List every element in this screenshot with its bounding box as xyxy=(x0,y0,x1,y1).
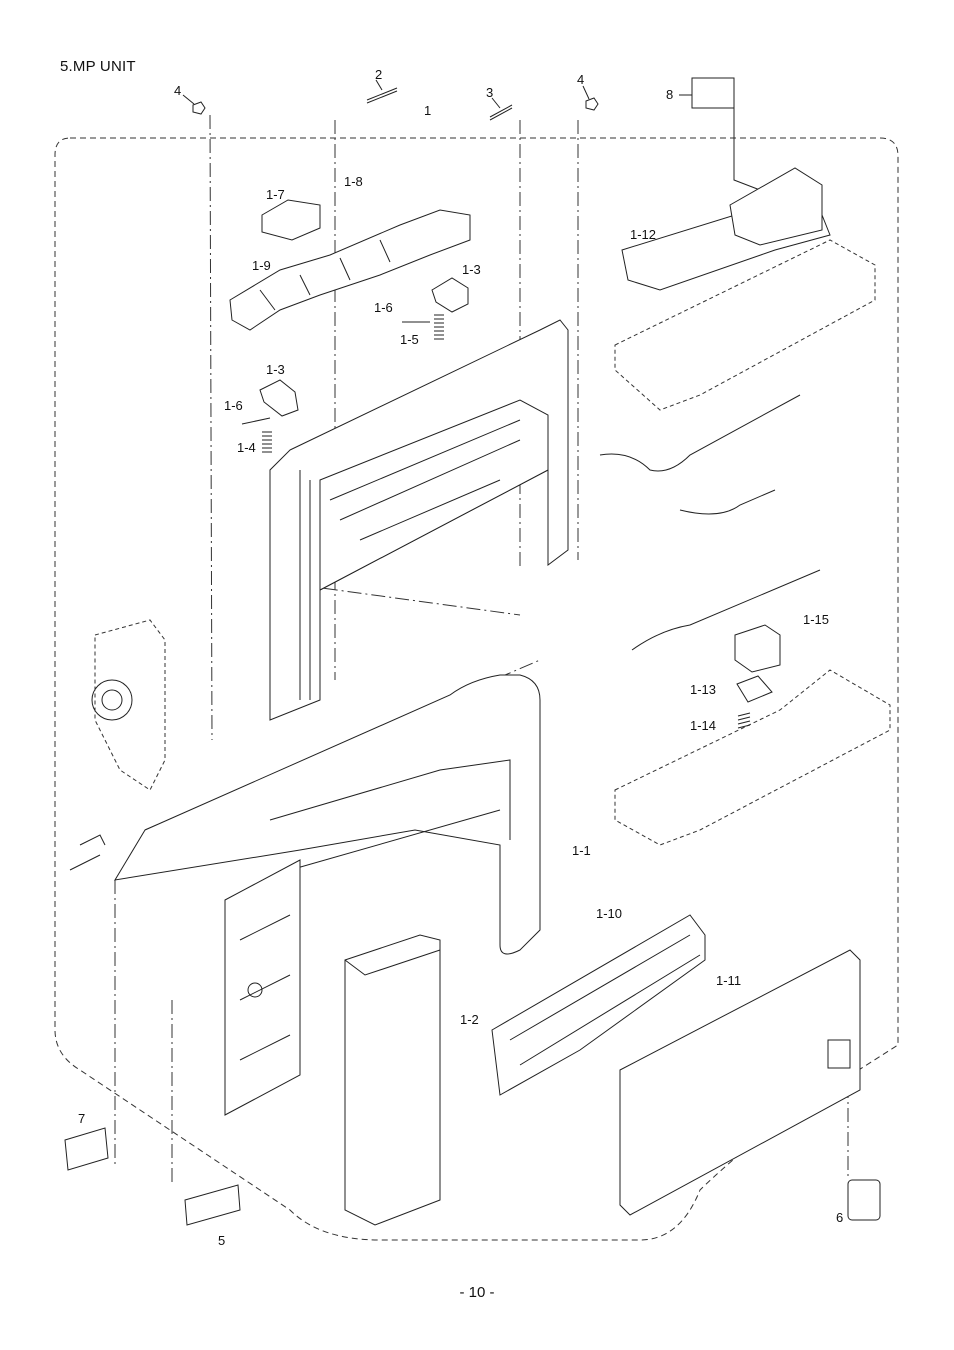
cover-part-1-1 xyxy=(114,674,541,955)
callout-1-1: 1-1 xyxy=(572,843,591,858)
page-number: - 10 - xyxy=(459,1284,495,1301)
callout-1-6-upper: 1-6 xyxy=(374,300,393,315)
callout-1-8: 1-8 xyxy=(344,174,363,189)
callout-4-right: 4 xyxy=(577,72,584,87)
pad-part-1-12 xyxy=(736,675,773,703)
callout-1-3-lower: 1-3 xyxy=(266,362,285,377)
tray-lower-dashed xyxy=(614,669,891,846)
lever-part-1-3-upper xyxy=(431,277,469,313)
label-part-8 xyxy=(679,77,761,191)
callout-7: 7 xyxy=(78,1111,85,1126)
label-part-6 xyxy=(847,1179,881,1221)
callout-4-left: 4 xyxy=(174,83,181,98)
pin-part-3 xyxy=(489,97,513,121)
callout-8: 8 xyxy=(666,87,673,102)
callout-1-7: 1-7 xyxy=(266,187,285,202)
gear-assembly xyxy=(94,619,166,791)
clip-part-4-left xyxy=(182,94,206,115)
bracket-part-1-7 xyxy=(261,199,321,241)
sensor-part-1-14 xyxy=(734,624,781,673)
callout-1-12: 1-13 xyxy=(690,682,716,697)
callout-2: 2 xyxy=(375,67,382,82)
callout-1-14: 1-15 xyxy=(803,612,829,627)
cover-part-1-2 xyxy=(344,934,441,1226)
callout-6: 6 xyxy=(836,1210,843,1225)
label-part-5 xyxy=(184,1184,241,1226)
callout-1-13: 1-14 xyxy=(690,718,716,733)
spring-part-1-13 xyxy=(737,712,751,729)
callout-5: 5 xyxy=(218,1233,225,1248)
callout-3: 3 xyxy=(486,85,493,100)
callout-1-15: 1-12 xyxy=(630,227,656,242)
callout-1-10: 1-10 xyxy=(596,906,622,921)
callout-1-2: 1-2 xyxy=(460,1012,479,1027)
tray-upper-dashed xyxy=(614,239,876,411)
callout-1: 1 xyxy=(424,103,431,118)
cover-part-1-11 xyxy=(619,949,861,1216)
pin-part-2 xyxy=(366,79,398,104)
callout-1-6-lower: 1-6 xyxy=(224,398,243,413)
side-plate xyxy=(224,859,301,1116)
spring-part-1-5 xyxy=(434,314,444,340)
callout-1-4: 1-4 xyxy=(237,440,256,455)
clip-part-4-right xyxy=(582,85,599,111)
lever-part-1-3-lower xyxy=(259,379,299,417)
callout-1-3-upper: 1-3 xyxy=(462,262,481,277)
label-part-7 xyxy=(64,1127,109,1171)
cover-part-1-9 xyxy=(229,209,471,331)
callout-1-5: 1-5 xyxy=(400,332,419,347)
unit-boundary xyxy=(54,137,899,1241)
spring-part-1-4 xyxy=(262,431,272,453)
callout-1-11: 1-11 xyxy=(716,973,741,988)
callout-1-9: 1-9 xyxy=(252,258,271,273)
page-title: 5.MP UNIT xyxy=(60,58,136,75)
